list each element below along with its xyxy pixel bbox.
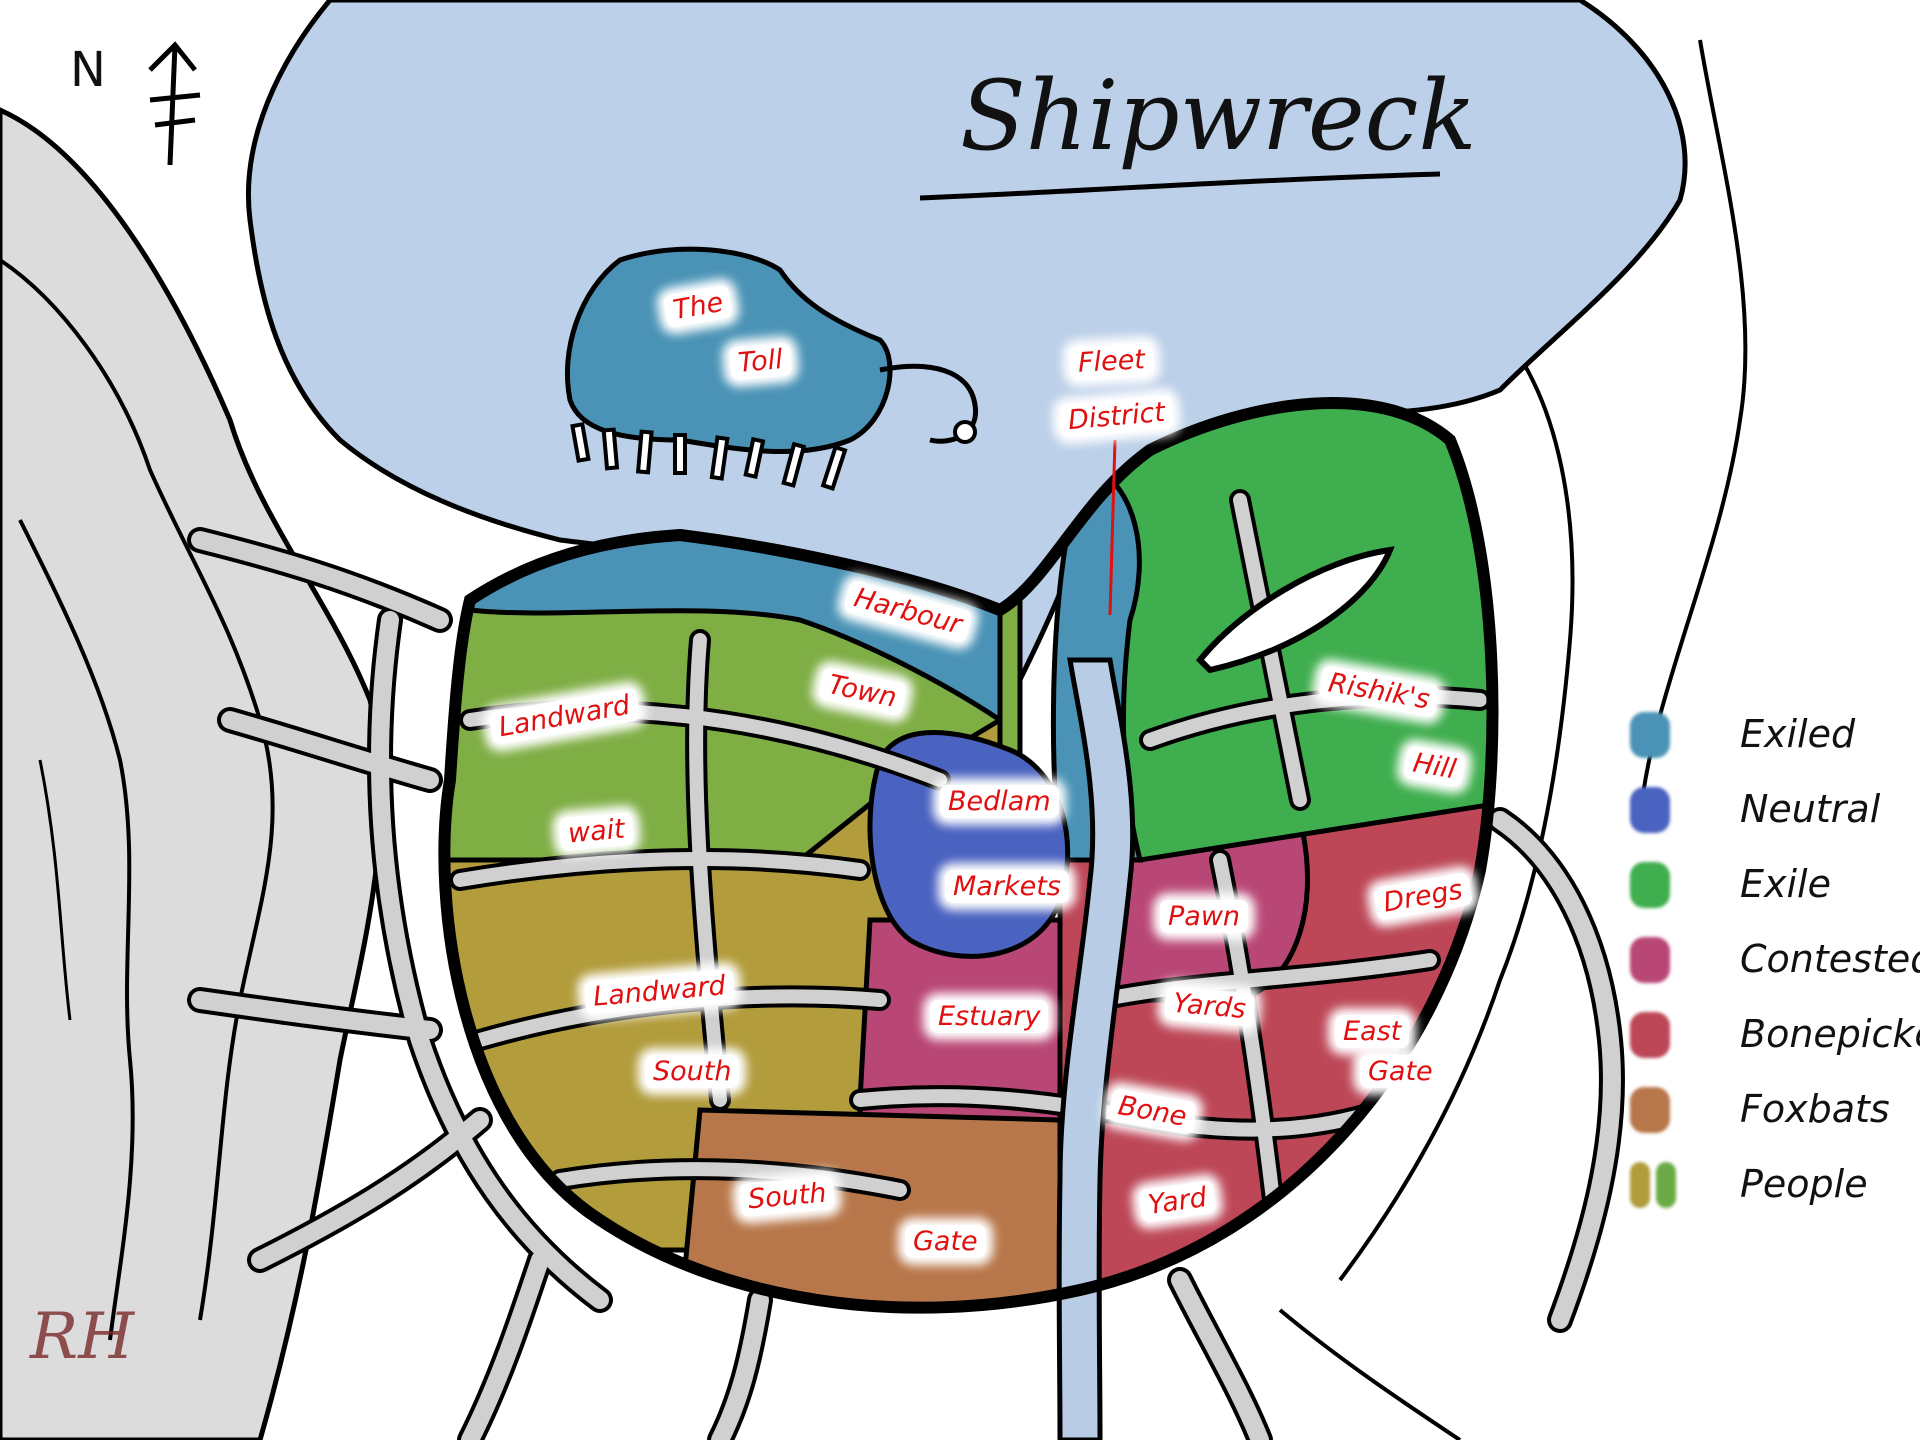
district-label: Pawn bbox=[1160, 900, 1249, 933]
district-label: Fleet bbox=[1069, 342, 1154, 381]
legend-swatch bbox=[1630, 1162, 1650, 1208]
island-the-toll bbox=[564, 246, 893, 455]
legend-label: Exiled bbox=[1740, 712, 1856, 756]
district-label: Toll bbox=[728, 342, 793, 381]
fleet-leader-line bbox=[1108, 439, 1117, 616]
toll-pier bbox=[879, 363, 978, 444]
legend-swatch bbox=[1630, 1087, 1670, 1133]
map-title: Shipwreck bbox=[960, 60, 1477, 172]
north-arrow-icon bbox=[148, 41, 201, 166]
city-wall bbox=[438, 397, 1499, 1314]
legend-label: People bbox=[1740, 1162, 1868, 1206]
legend-item: Foxbats bbox=[1630, 1075, 1920, 1145]
legend-swatch bbox=[1630, 712, 1670, 758]
legend-swatch bbox=[1656, 1162, 1676, 1208]
title-underline bbox=[920, 171, 1440, 201]
legend-label: Contested bbox=[1740, 937, 1920, 981]
legend-swatch bbox=[1630, 1012, 1670, 1058]
compass-label: N bbox=[70, 42, 106, 98]
district-label: Gate bbox=[905, 1225, 986, 1258]
district-label: Gate bbox=[1360, 1055, 1441, 1088]
toll-pier-end bbox=[953, 420, 977, 444]
legend-item: Exile bbox=[1630, 850, 1920, 920]
district-label: Bedlam bbox=[940, 785, 1059, 818]
legend-label: Foxbats bbox=[1740, 1087, 1890, 1131]
artist-signature: RH bbox=[30, 1300, 134, 1374]
legend-item: Exiled bbox=[1630, 700, 1920, 770]
legend-item: People bbox=[1630, 1150, 1920, 1220]
district-label: Markets bbox=[945, 870, 1069, 903]
legend-item: Neutral bbox=[1630, 775, 1920, 845]
boat-shape bbox=[1195, 546, 1395, 674]
mountain-ridge-line bbox=[38, 759, 72, 1021]
toll-docks bbox=[570, 422, 848, 491]
district-label: wait bbox=[558, 811, 635, 852]
legend-item: Bonepicker bbox=[1630, 1000, 1920, 1070]
district-label: East bbox=[1335, 1015, 1410, 1048]
legend-label: Bonepicker bbox=[1740, 1012, 1920, 1056]
district-label: Estuary bbox=[930, 1000, 1049, 1033]
legend-label: Exile bbox=[1740, 862, 1831, 906]
legend-label: Neutral bbox=[1740, 787, 1881, 831]
river bbox=[1056, 657, 1136, 1440]
legend-swatch bbox=[1630, 937, 1670, 983]
compass-rose: N bbox=[70, 40, 210, 170]
hill-east bbox=[1338, 328, 1575, 1282]
district-label: South bbox=[645, 1055, 740, 1088]
hill-east bbox=[1638, 39, 1748, 821]
legend-swatch bbox=[1630, 862, 1670, 908]
legend-item: Contested bbox=[1630, 925, 1920, 995]
legend-swatch bbox=[1630, 787, 1670, 833]
mountain-ridge-line bbox=[18, 519, 135, 1341]
hill-east bbox=[1278, 1308, 1462, 1440]
